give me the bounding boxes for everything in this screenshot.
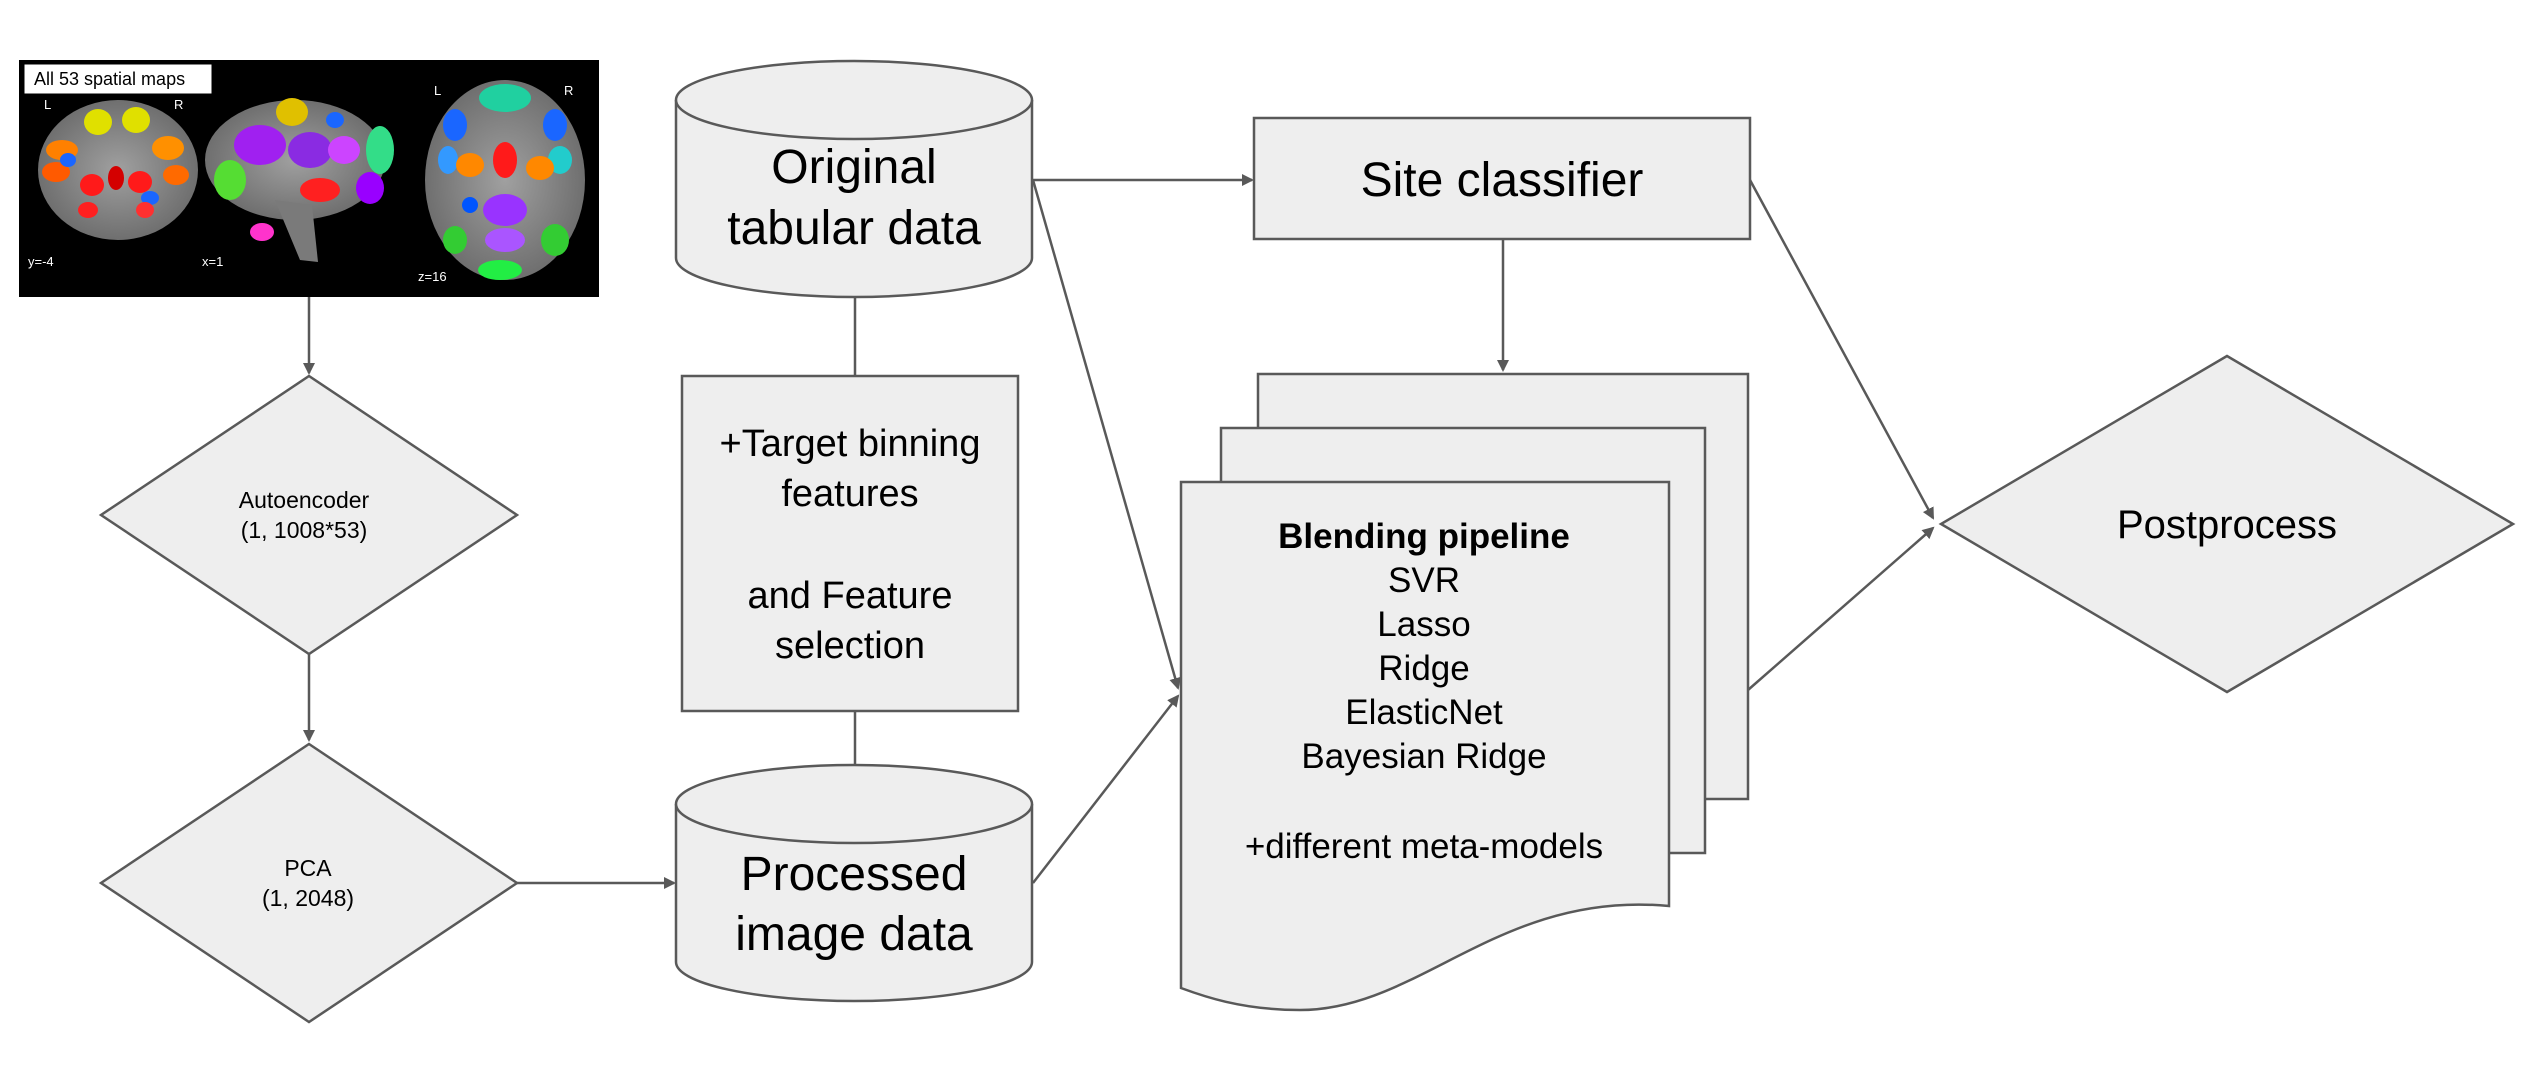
autoencoder-shape: (1, 1008*53)	[241, 517, 368, 543]
axial-slice	[425, 80, 585, 280]
brain-left-label: L	[44, 97, 51, 112]
view-label-coronal: y=-4	[28, 254, 54, 269]
feature-line2: features	[781, 473, 918, 515]
processed-image-data-node: Processed image data	[674, 763, 1034, 1003]
blending-pipeline-node: Blending pipeline SVR Lasso Ridge Elasti…	[1179, 372, 1750, 1012]
blending-title: Blending pipeline	[1278, 517, 1570, 556]
site-classifier-node: Site classifier	[1252, 116, 1752, 241]
postprocess-label: Postprocess	[2117, 503, 2337, 547]
feature-line4: selection	[775, 625, 925, 667]
original-line1: Original	[771, 141, 936, 194]
feature-line1: +Target binning	[720, 423, 981, 465]
brain-spatial-maps-image: All 53 spatial maps L R L R y=-4 x=1 z=1…	[19, 60, 599, 297]
view-label-axial: z=16	[418, 269, 447, 284]
blending-model-svr: SVR	[1388, 561, 1460, 600]
coronal-slice	[38, 100, 198, 240]
blending-model-ridge: Ridge	[1378, 649, 1469, 688]
view-label-sagittal: x=1	[202, 254, 223, 269]
site-classifier-label: Site classifier	[1361, 154, 1644, 207]
blending-model-lasso: Lasso	[1377, 605, 1470, 644]
blending-model-elasticnet: ElasticNet	[1345, 693, 1503, 732]
edge-site-to-postprocess	[1748, 179, 1935, 520]
processed-line1: Processed	[741, 848, 968, 901]
original-tabular-data-node: Original tabular data	[674, 59, 1034, 299]
original-line2: tabular data	[727, 202, 981, 255]
pca-label: PCA	[284, 855, 332, 881]
postprocess-node: Postprocess	[1938, 354, 2516, 694]
processed-line2: image data	[735, 908, 973, 961]
brain-left-label-axial: L	[434, 83, 441, 98]
edge-original-to-blending	[1031, 179, 1182, 690]
edge-processed-to-blending	[1032, 694, 1180, 884]
pca-node: PCA (1, 2048)	[98, 742, 520, 1024]
brain-right-label-axial: R	[564, 83, 573, 98]
brain-right-label: R	[174, 97, 183, 112]
pca-shape: (1, 2048)	[262, 885, 354, 911]
feature-selection-node: +Target binning features and Feature sel…	[680, 374, 1020, 713]
edges	[303, 174, 1935, 889]
blending-model-bayesian-ridge: Bayesian Ridge	[1301, 737, 1546, 776]
sagittal-slice	[205, 98, 394, 262]
blending-footer: +different meta-models	[1245, 827, 1603, 866]
blending-front-page	[1179, 480, 1671, 1012]
autoencoder-label: Autoencoder	[239, 487, 370, 513]
edge-blending-to-postprocess	[1747, 526, 1935, 691]
autoencoder-node: Autoencoder (1, 1008*53)	[98, 374, 520, 656]
brain-panel-title: All 53 spatial maps	[34, 69, 185, 89]
feature-line3: and Feature	[748, 575, 953, 617]
